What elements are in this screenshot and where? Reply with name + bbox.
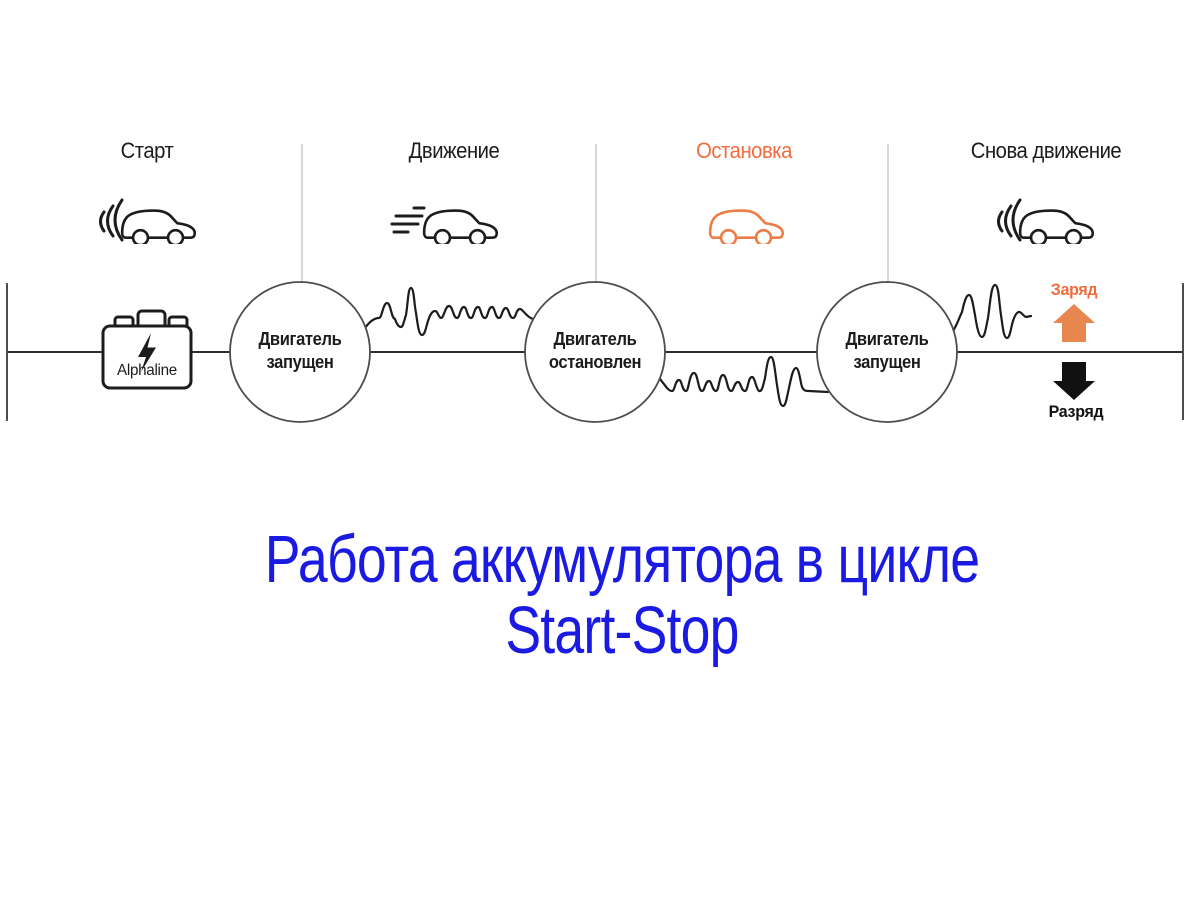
battery-lightning-icon (101, 309, 193, 390)
charge-label: Заряд (1050, 280, 1098, 299)
waveform-discharge (658, 355, 830, 408)
engine-node-label-line2: запущен (853, 352, 921, 372)
timeline-diagram (6, 144, 1184, 423)
phase-label-driving-again: Снова движение (970, 138, 1122, 163)
engine-node-2 (524, 281, 666, 423)
car-sound-waves-icon (99, 198, 197, 244)
engine-node-label-line1: Двигатель (845, 329, 929, 349)
discharge-label: Разряд (1048, 402, 1104, 421)
engine-node-1 (229, 281, 371, 423)
engine-node-label-line1: Двигатель (553, 329, 637, 349)
page-title: Работа аккумулятора в цикле Start-Stop (222, 524, 1022, 666)
discharge-arrow-down-icon (1053, 362, 1095, 400)
car-sound-waves-icon (997, 198, 1095, 244)
waveform-charge-2 (951, 283, 1033, 340)
sound-waves (997, 198, 1022, 242)
engine-node-label-line2: остановлен (548, 352, 642, 372)
engine-node-label-line1: Двигатель (258, 329, 342, 349)
speed-lines (390, 206, 426, 234)
phase-label-driving: Движение (408, 138, 500, 163)
battery-brand-label: Alphaline (117, 362, 177, 379)
car-speed-lines-icon (390, 206, 499, 244)
phase-label-start: Старт (120, 138, 174, 163)
sound-waves (99, 198, 124, 242)
section-divider-lines (301, 144, 889, 282)
page-title-line2: Start-Stop (505, 593, 739, 668)
page-title-line1: Работа аккумулятора в цикле (264, 522, 980, 597)
phase-label-stop: Остановка (696, 138, 792, 163)
engine-node-label-line2: запущен (266, 352, 334, 372)
engine-node-label-1: Двигатель запущен (231, 328, 369, 374)
charge-arrow-up-icon (1053, 304, 1095, 342)
car-stopped-icon (708, 209, 785, 244)
waveform-charge-1 (363, 286, 535, 337)
engine-node-label-3: Двигатель запущен (818, 328, 956, 374)
lightning-bolt-icon (138, 333, 156, 372)
engine-node-label-2: Двигатель остановлен (526, 328, 664, 374)
engine-node-3 (816, 281, 958, 423)
